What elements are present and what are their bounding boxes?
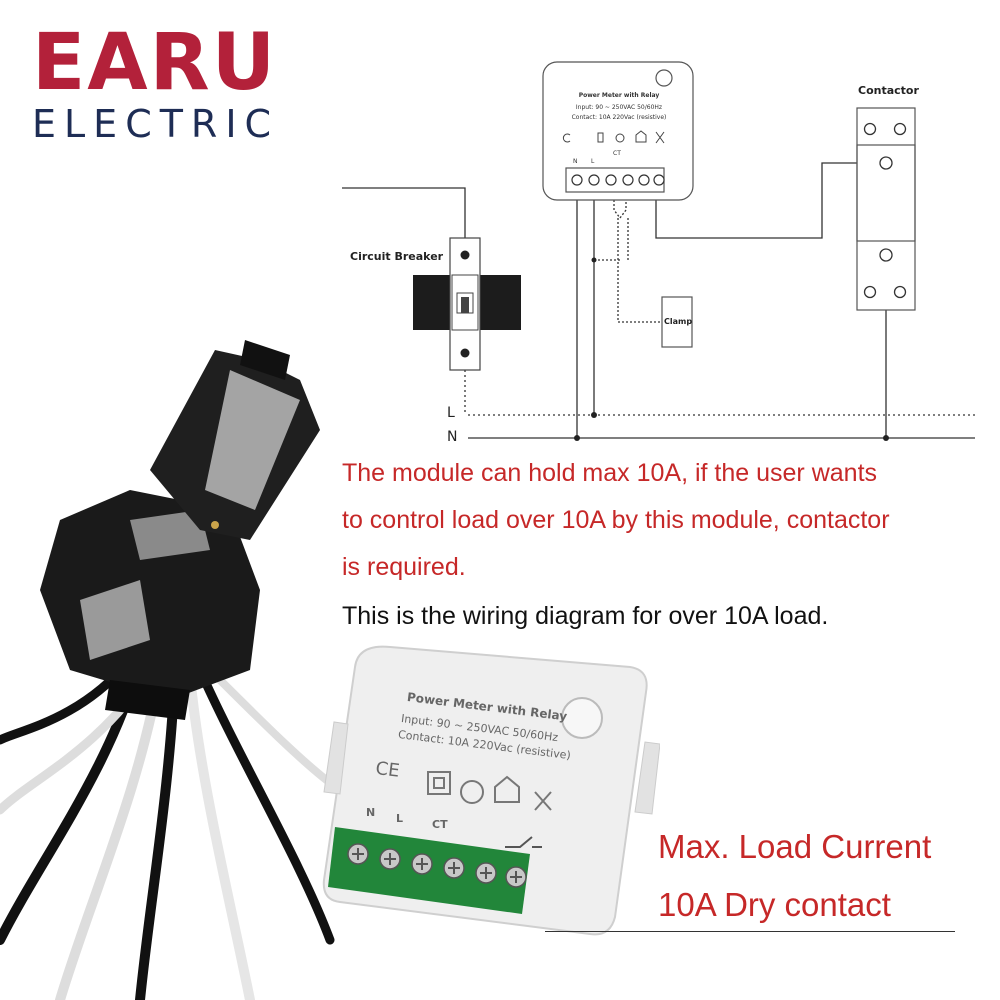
wiring-caption: This is the wiring diagram for over 10A … [342, 602, 829, 630]
module-ct-label: CT [613, 150, 621, 157]
spec-underline [545, 931, 955, 932]
line-n-label: N [447, 429, 458, 445]
relay-symbol-icon [505, 836, 542, 848]
note-line-3: is required. [342, 553, 466, 581]
note-text: The module can hold max 10A, if the user… [342, 450, 992, 591]
wiring-diagram [342, 61, 975, 441]
note-line-1: The module can hold max 10A, if the user… [342, 459, 878, 487]
clamp-label: Clamp [664, 317, 693, 326]
breaker-label: Circuit Breaker [350, 250, 444, 263]
contactor-label: Contactor [858, 84, 919, 97]
relay-wire [655, 162, 886, 239]
spec-max-load: Max. Load Current [658, 828, 932, 865]
module-diagram [542, 61, 694, 201]
double-insulation-icon [427, 771, 451, 795]
recycle-icon [460, 780, 484, 804]
home-icon [494, 775, 520, 803]
brand-logo: EARU ELECTRIC [32, 24, 312, 144]
module-contact: Contact: 10A 220Vac (resistive) [571, 114, 667, 121]
note-line-2: to control load over 10A by this module,… [342, 506, 890, 534]
product-photo [322, 645, 660, 936]
product-terminal-n: N [366, 806, 376, 819]
module-input: Input: 90 ~ 250VAC 50/60Hz [575, 104, 663, 111]
brand-name: EARU [32, 18, 278, 108]
circuit-breaker-diagram [413, 237, 521, 371]
ct-clamp-photo [0, 340, 340, 1000]
module-terminal-l: L [591, 158, 595, 165]
ce-mark: CE [374, 758, 401, 782]
weee-icon [534, 791, 552, 811]
module-terminal-n: N [573, 158, 578, 165]
spec-dry-contact: 10A Dry contact [658, 886, 891, 923]
line-l-label: L [447, 405, 455, 421]
contactor-diagram [856, 107, 916, 311]
brand-tagline: ELECTRIC [32, 102, 280, 146]
input-wire [342, 187, 466, 238]
clamp-diagram [661, 296, 693, 348]
product-terminal-l: L [396, 812, 404, 825]
module-title: Power Meter with Relay [578, 92, 660, 99]
product-ct-label: CT [432, 818, 448, 831]
ce-icon [562, 133, 571, 143]
